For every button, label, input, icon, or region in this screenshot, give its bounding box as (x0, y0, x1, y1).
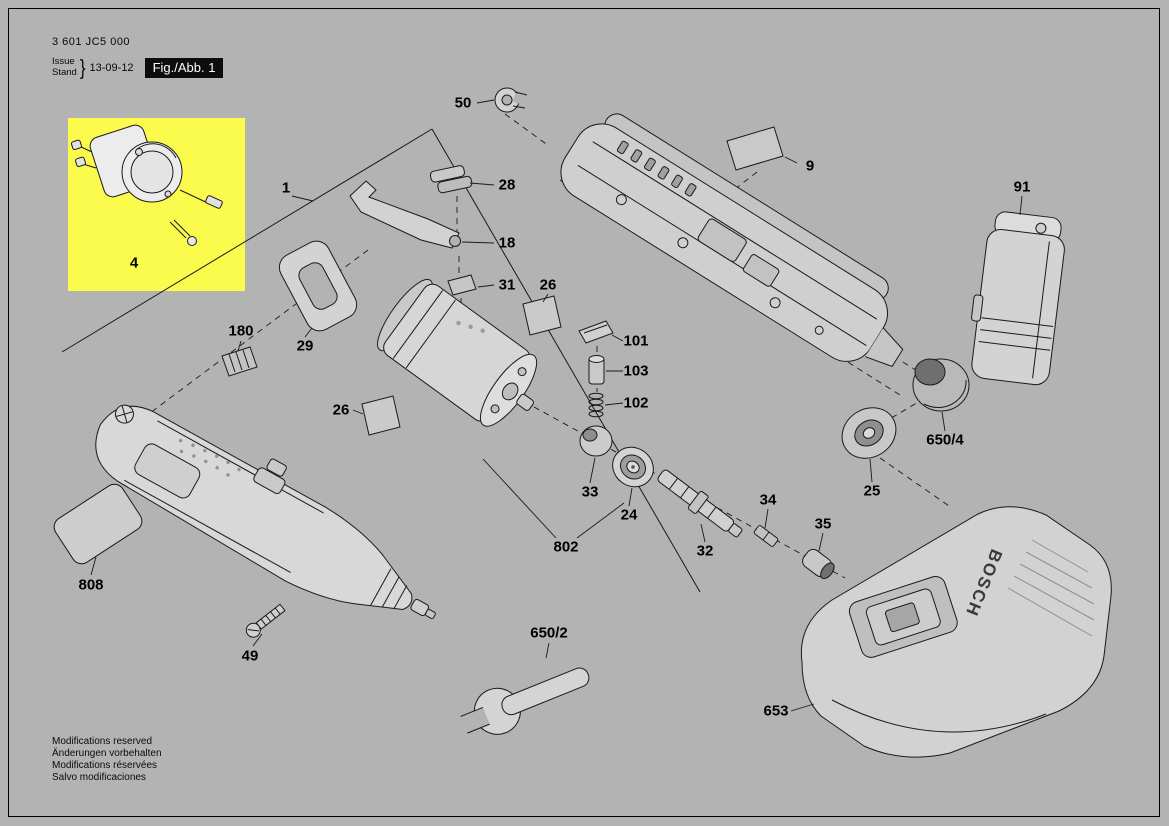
part-18-drawing (349, 180, 461, 249)
part-101-drawing (578, 320, 614, 344)
part-653-drawing: BOSCH (800, 506, 1112, 758)
part-26a-drawing (522, 295, 562, 336)
part-31-drawing (447, 274, 477, 296)
part-25-drawing (841, 407, 897, 459)
footer-line-en: Modifications reserved (52, 736, 153, 747)
footer-line-fr: Modifications réservées (52, 760, 158, 771)
part-33-drawing (579, 425, 613, 457)
stand-label: Stand (52, 66, 77, 78)
part-26b-drawing (361, 395, 401, 436)
issue-label: Issue (52, 56, 75, 67)
part-650-2-drawing (460, 667, 590, 735)
figure-label: Fig./Abb. 1 (144, 57, 224, 78)
issue-brace: } (79, 55, 86, 79)
footer-line-de: Änderungen vorbehalten (52, 748, 162, 759)
issue-row: Issue Stand } 13-09-12 Fig./Abb. 1 (52, 55, 224, 79)
part-32-drawing (657, 469, 743, 538)
part-808-drawing (53, 483, 143, 565)
part-4-drawing (70, 124, 223, 246)
part-35-drawing (802, 548, 835, 580)
leader-lines (90, 99, 1023, 712)
footer-line-es: Salvo modificaciones (52, 772, 146, 783)
part-28-drawing (429, 165, 473, 194)
motor-drawing (377, 278, 538, 427)
construction-lines (61, 128, 701, 593)
part-650-4-drawing (912, 358, 970, 412)
part-24-drawing (612, 446, 654, 488)
part-number: 3 601 JC5 000 (52, 36, 131, 48)
part-9-drawing (726, 126, 784, 171)
tool-body-drawing (95, 404, 436, 620)
part-29-drawing (278, 240, 358, 332)
part-102-drawing (588, 392, 604, 418)
part-49-drawing (245, 603, 286, 638)
header-block: 3 601 JC5 000 Issue Stand } 13-09-12 Fig… (52, 36, 224, 79)
part-50-drawing (494, 87, 529, 113)
part-180-drawing (221, 346, 258, 377)
part-91-drawing (971, 211, 1065, 386)
part-34-drawing (753, 525, 779, 547)
part-103-drawing (588, 355, 605, 385)
footer-notes: Modifications reserved Änderungen vorbeh… (52, 736, 162, 784)
housing-halves-drawing (560, 113, 904, 368)
issue-date: 13-09-12 (89, 61, 134, 74)
issue-stand-labels: Issue Stand (52, 56, 77, 78)
